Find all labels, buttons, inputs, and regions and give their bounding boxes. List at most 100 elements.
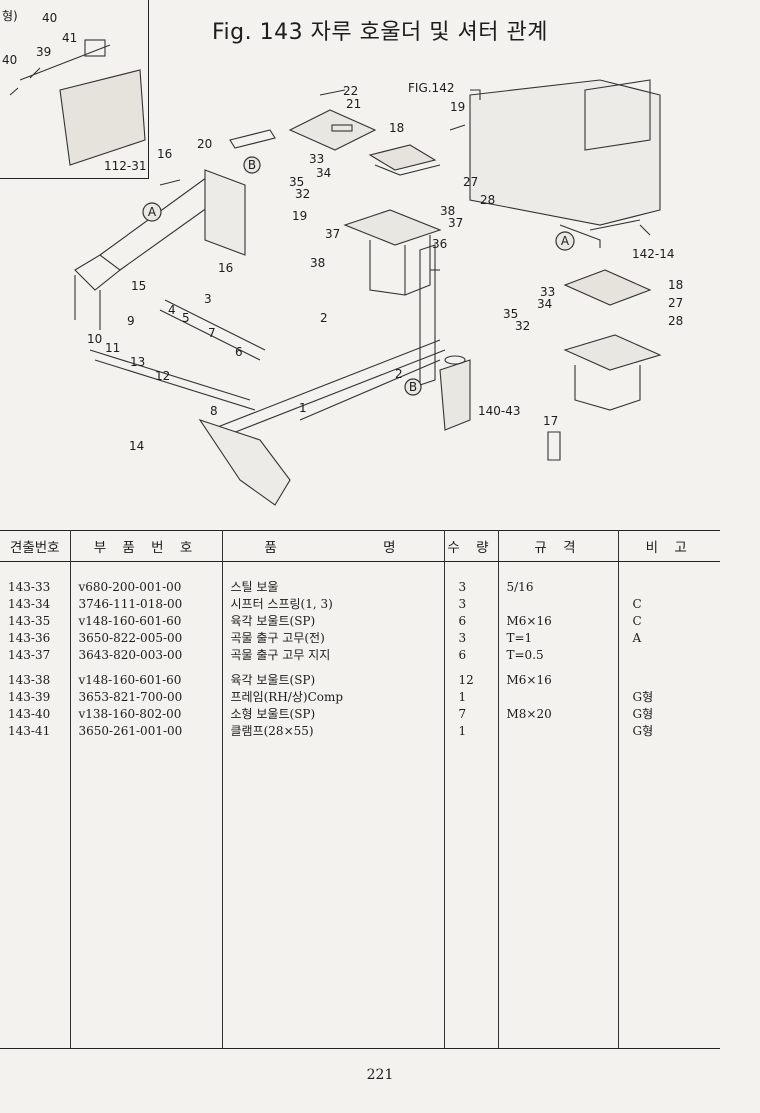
part-callout: 1 [299,401,307,415]
part-callout: 32 [295,187,310,201]
part-callout: 28 [480,193,495,207]
part-callout: 16 [218,261,233,275]
spec-cell [498,689,619,706]
header-index-no: 견출번호 [0,530,71,562]
table-row: 143-36 3650-822-005-00 곡물 출구 고무(전) 3 T=1… [0,630,720,647]
svg-text:B: B [248,158,256,172]
part-callout: 36 [432,237,447,251]
spec-cell: M8×20 [498,706,619,723]
part-number-cell: 3653-821-700-00 [70,689,223,706]
remarks-cell: C [632,614,642,628]
table-row: 143-38 v148-160-601-60 육각 보울트(SP) 12 M6×… [0,672,720,689]
part-callout: 6 [235,345,243,359]
index-no-cell: 143-41 [0,723,71,740]
part-callout: 37 [448,216,463,230]
part-callout: 34 [537,297,552,311]
part-callout: 12 [155,369,170,383]
part-callout: 14 [129,439,144,453]
remarks-cell [618,647,720,664]
part-name-cell: 클램프(28×55) [222,723,445,740]
index-no-cell: 143-38 [0,672,71,689]
part-callout: 34 [316,166,331,180]
part-callout: 35 [289,175,304,189]
part-name-cell: 곡물 출구 고무 지지 [222,647,445,664]
view-mark-b-lower: B [404,378,422,396]
table-header-row: 견출번호 부 품 번 호 품 명 수 량 규 격 비 고 [0,530,720,562]
part-name-cell: 소형 보울트(SP) [222,706,445,723]
index-no-cell: 143-36 [0,630,71,647]
table-row: 143-39 3653-821-700-00 프레임(RH/상)Comp 1 G… [0,689,720,706]
quantity-cell: 3 [444,579,499,596]
part-callout: 4 [168,303,176,317]
part-number-cell: v138-160-802-00 [70,706,223,723]
part-callout: 17 [543,414,558,428]
index-no-cell: 143-35 [0,613,71,630]
quantity-cell: 3 [444,630,499,647]
part-callout: 21 [346,97,361,111]
part-callout: 8 [210,404,218,418]
table-row: 143-40 v138-160-802-00 소형 보울트(SP) 7 M8×2… [0,706,720,723]
part-callout: 9 [127,314,135,328]
spec-cell: M6×16 [498,672,619,689]
quantity-cell: 6 [444,613,499,630]
inset-callout: 40 [42,11,57,25]
part-callout: 22 [343,84,358,98]
part-callout: 35 [503,307,518,321]
part-name-cell: 육각 보울트(SP) [222,672,445,689]
svg-text:A: A [148,205,157,219]
part-callout: 38 [310,256,325,270]
index-no-cell: 143-40 [0,706,71,723]
quantity-cell: 12 [444,672,499,689]
part-callout: 38 [440,204,455,218]
part-callout: 2 [320,311,328,325]
ref-fig-142: FIG.142 [408,81,454,95]
view-mark-a: A [142,202,162,222]
part-number-cell: 3650-822-005-00 [70,630,223,647]
part-callout: 7 [208,326,216,340]
part-number-cell: 3643-820-003-00 [70,647,223,664]
remarks-cell: G형 [632,690,654,704]
quantity-cell: 1 [444,689,499,706]
table-row: 143-41 3650-261-001-00 클램프(28×55) 1 G형 [0,723,720,740]
page-number: 221 [366,1067,394,1083]
remarks-cell: A [632,631,642,645]
part-callout: 18 [389,121,404,135]
parts-list-table: 견출번호 부 품 번 호 품 명 수 량 규 격 비 고 143-33 v680… [0,530,720,1049]
part-callout: 19 [450,100,465,114]
ref-142-14: 142-14 [632,247,675,261]
part-callout: 10 [87,332,102,346]
quantity-cell: 1 [444,723,499,740]
part-callout: 20 [197,137,212,151]
page-title: Fig. 143 자루 호울더 및 셔터 관계 [212,20,548,45]
part-name-cell: 스틸 보울 [222,579,445,596]
svg-text:A: A [561,234,570,248]
part-callout: 15 [131,279,146,293]
part-callout: 18 [668,278,683,292]
remarks-cell [618,579,720,596]
part-callout: 37 [325,227,340,241]
spec-cell: M6×16 [498,613,619,630]
part-callout: 13 [130,355,145,369]
part-callout: 5 [182,311,190,325]
inset-callout: 39 [36,45,51,59]
part-callout: 16 [157,147,172,161]
quantity-cell: 3 [444,596,499,613]
inset-label-top: 형) [2,9,18,23]
part-number-cell: v680-200-001-00 [70,579,223,596]
part-number-cell: 3650-261-001-00 [70,723,223,740]
part-callout: 32 [515,319,530,333]
part-callout: 27 [463,175,478,189]
part-callout: 28 [668,314,683,328]
part-name-cell: 곡물 출구 고무(전) [222,630,445,647]
part-callout: 2 [395,367,403,381]
part-callout: 3 [204,292,212,306]
spec-cell: 5/16 [498,579,619,596]
index-no-cell: 143-37 [0,647,71,664]
table-row: 143-35 v148-160-601-60 육각 보울트(SP) 6 M6×1… [0,613,720,630]
table-row: 143-34 3746-111-018-00 시프터 스프링(1, 3) 3 C [0,596,720,613]
quantity-cell: 6 [444,647,499,664]
quantity-cell: 7 [444,706,499,723]
header-spec: 규 격 [498,530,619,562]
inset-ref-number: 112-31 [104,159,147,173]
header-quantity: 수 량 [444,530,499,562]
